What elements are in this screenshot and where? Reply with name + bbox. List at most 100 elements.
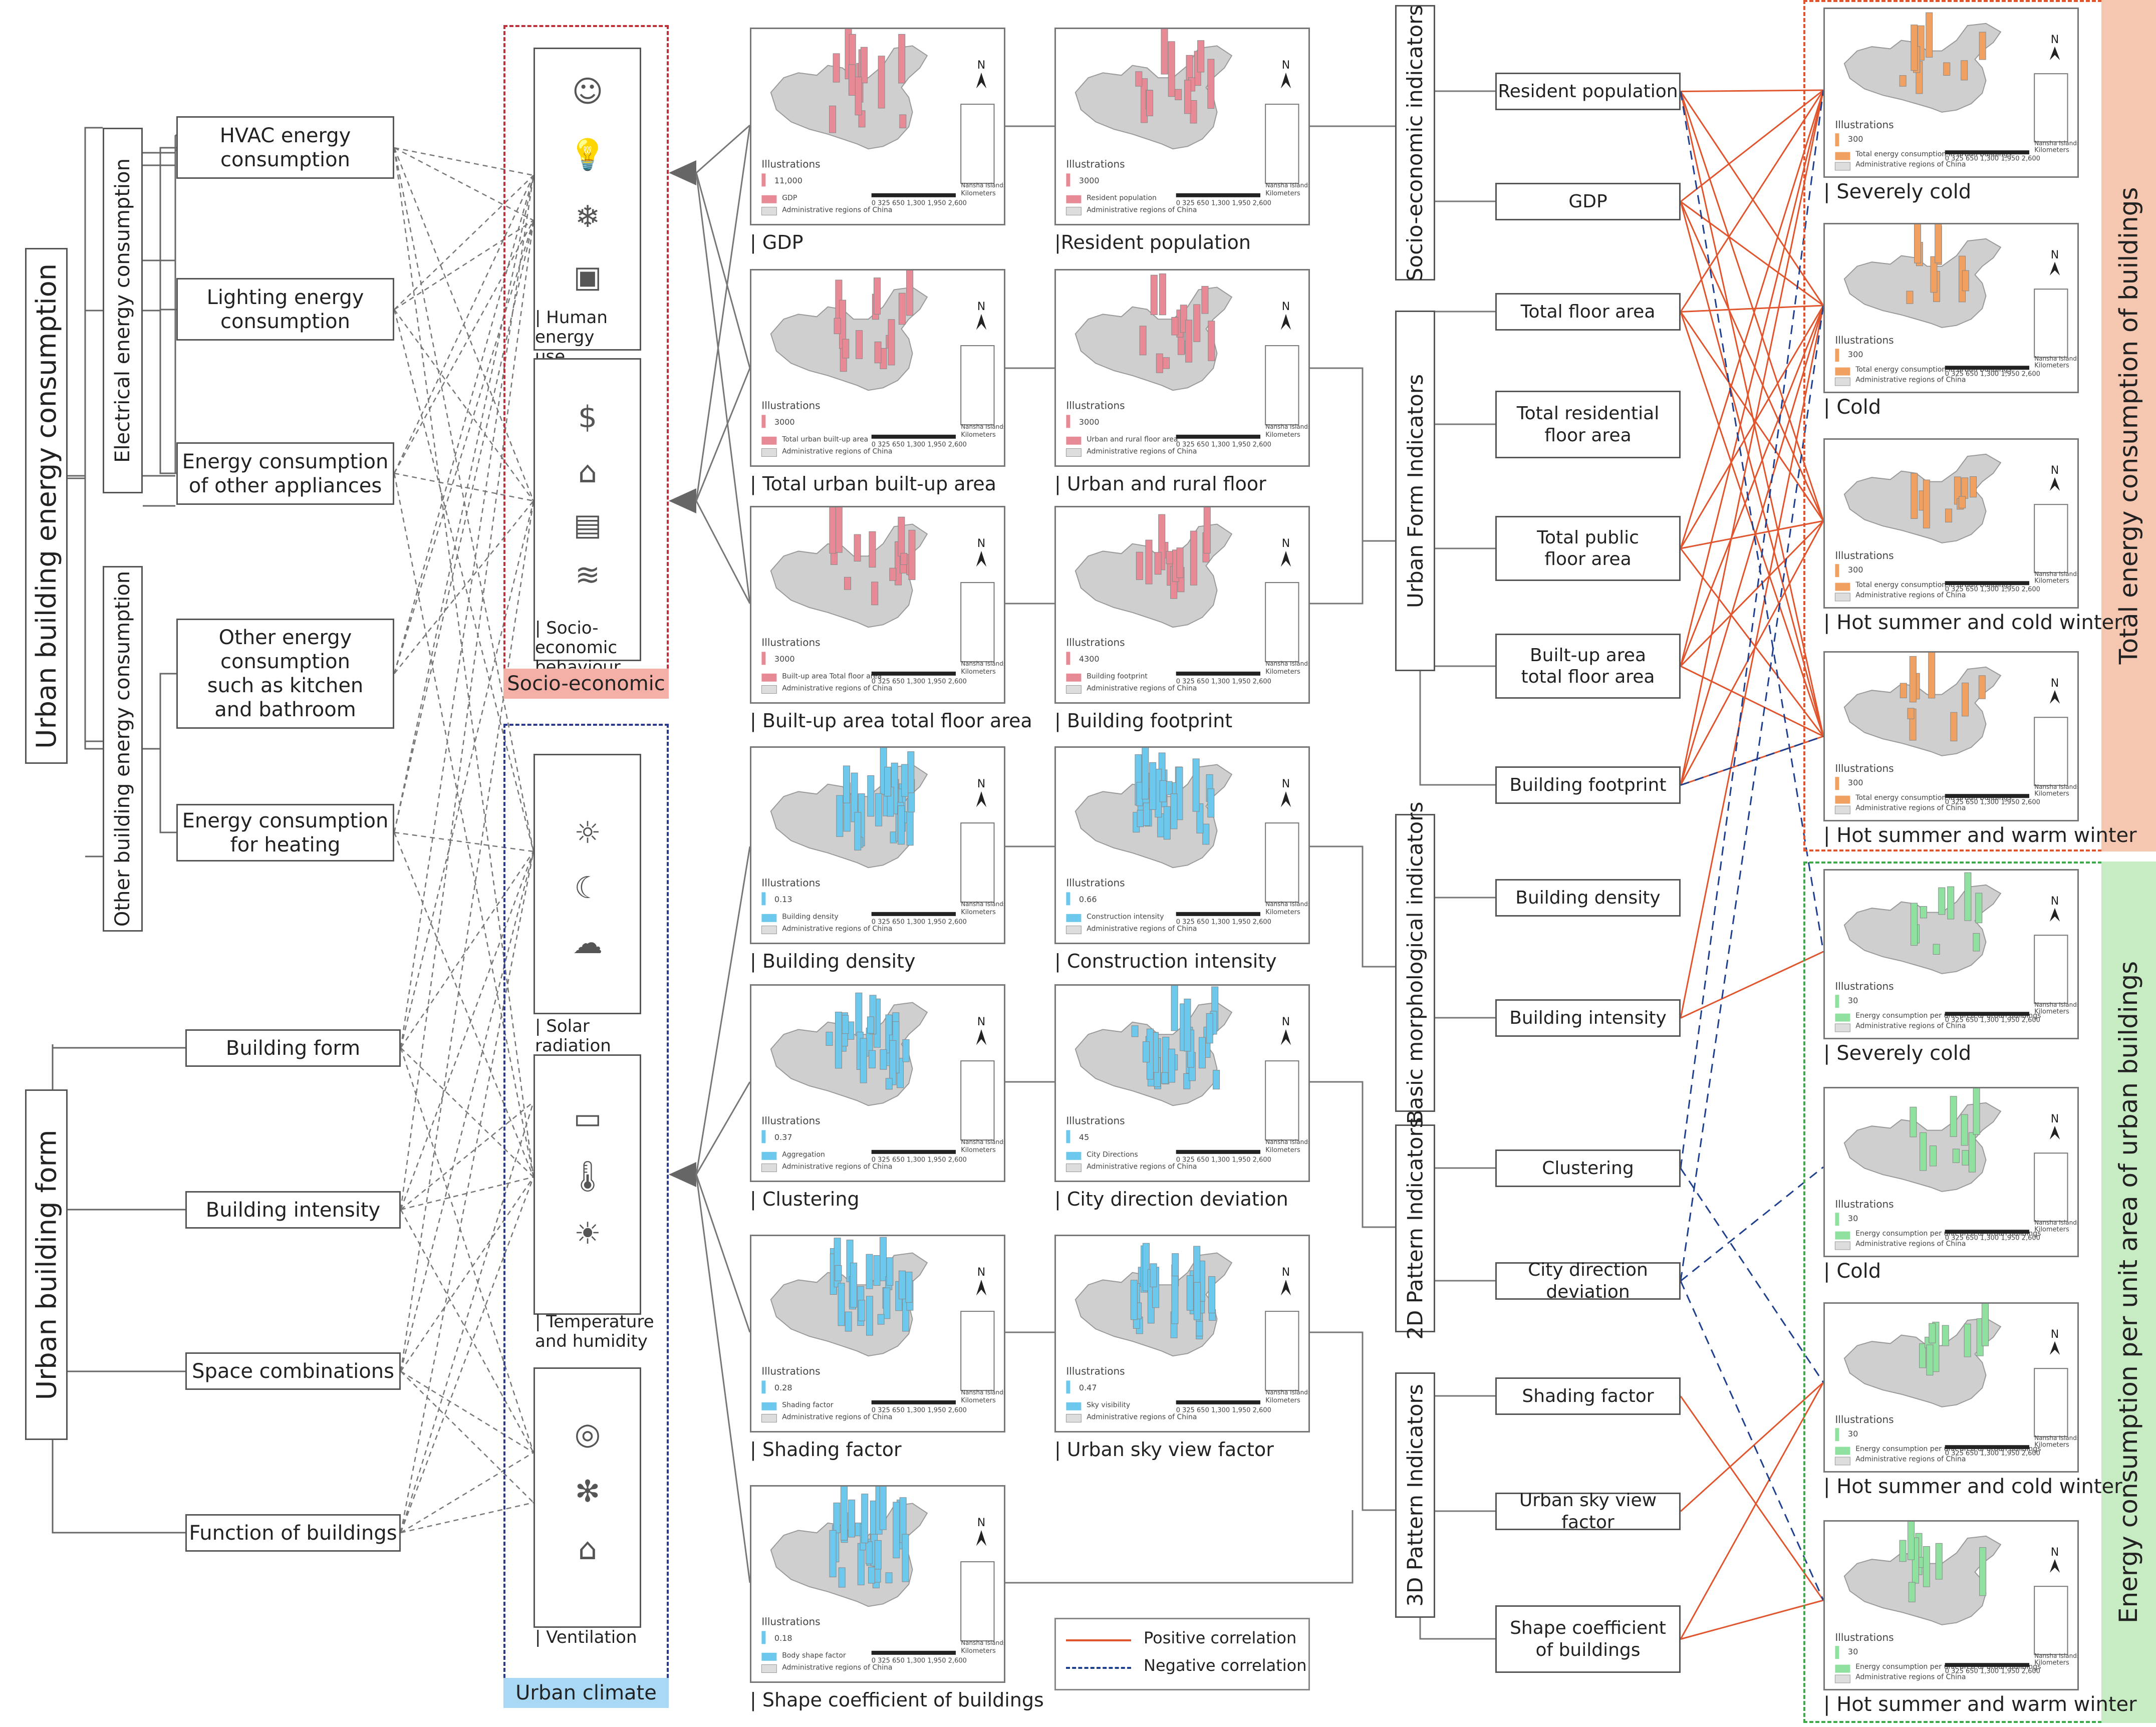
scale-bar — [871, 1149, 956, 1154]
north-arrow-icon — [1280, 1029, 1291, 1045]
center-map-caption: | Construction intensity — [1054, 950, 1277, 972]
map-bar — [845, 1311, 852, 1332]
km-label: Kilometers — [961, 668, 996, 676]
map-bar — [898, 293, 906, 325]
unit-caption: | Cold — [1823, 1260, 1881, 1283]
north-arrow-icon — [2049, 908, 2060, 922]
center-map-caption: | Total urban built-up area — [750, 473, 996, 495]
nansha-label: Nansha Islands — [2034, 570, 2079, 578]
map-bar — [1973, 933, 1980, 952]
illustrations-label: Illustrations — [1066, 637, 1125, 649]
scale-bar — [1945, 1012, 2029, 1016]
influence-line — [400, 500, 534, 1048]
map-bar — [1964, 872, 1972, 921]
map-bar — [1143, 802, 1150, 826]
illustrations-label: Illustrations — [761, 877, 820, 889]
legend-value: 0.66 — [1079, 895, 1097, 904]
indicator-label: Total public floor area — [1537, 527, 1639, 569]
positive-correlation-line — [1680, 665, 1824, 737]
map-to-panel — [695, 500, 751, 604]
legend-fill-swatch — [1835, 583, 1850, 591]
indicator-label: Building intensity — [1509, 1007, 1667, 1028]
km-label: Kilometers — [1265, 909, 1300, 916]
map-bar — [869, 531, 876, 568]
north-label: N — [977, 59, 985, 72]
positive-correlation-line — [1680, 548, 1824, 737]
electrical-label: Electrical energy consumption — [111, 158, 135, 463]
map-bar — [1196, 1321, 1203, 1337]
pattern3d-label: 3D Pattern Indicators — [1403, 1383, 1428, 1607]
map-bar — [1197, 40, 1205, 73]
pattern3d-box: 3D Pattern Indicators — [1395, 1372, 1435, 1618]
scale-label: 0 325 650 1,300 1,950 2,600 — [872, 200, 967, 207]
admin-label: Administrative regions of China — [1855, 804, 1966, 812]
map-bar — [885, 1078, 893, 1090]
map-bar — [1190, 530, 1197, 586]
map-bar — [1207, 59, 1215, 109]
unit-title: Energy consumption per unit area of urba… — [2114, 961, 2143, 1624]
nansha-label: Nansha Islands — [2034, 1219, 2079, 1226]
nansha-inset — [960, 1060, 995, 1141]
north-arrow-icon — [1280, 1279, 1291, 1296]
map-bar — [1176, 767, 1183, 820]
heat-icon: ☀ — [574, 1216, 601, 1251]
scale-label: 0 325 650 1,300 1,950 2,600 — [1176, 919, 1271, 926]
scale-label: 0 325 650 1,300 1,950 2,600 — [1945, 155, 2040, 163]
nansha-label: Nansha Islands — [2034, 355, 2079, 362]
indicator-label: GDP — [1568, 191, 1607, 212]
map-bar — [1149, 762, 1157, 810]
map-bar — [842, 1015, 849, 1034]
map-bar — [867, 775, 875, 817]
bracket — [159, 147, 176, 474]
map-bar — [1192, 758, 1200, 812]
admin-label: Administrative regions of China — [1855, 592, 1966, 600]
map-bar — [1899, 1540, 1907, 1562]
influence-line — [400, 1176, 534, 1211]
map-bar — [1165, 781, 1173, 795]
temperature-panel: ▭ 🌡 ☀ — [533, 1054, 641, 1315]
positive-correlation-line — [1680, 91, 1824, 521]
map-to-panel — [695, 1174, 751, 1583]
admin-label: Administrative regions of China — [782, 1663, 892, 1671]
nansha-inset — [960, 822, 995, 903]
influence-line — [400, 1047, 534, 1453]
north-label: N — [977, 1016, 985, 1028]
fan2-icon: ✻ — [575, 1474, 601, 1509]
map-bar — [1970, 476, 1977, 498]
map-bar — [843, 765, 851, 803]
legend-bar-swatch — [1835, 133, 1839, 147]
bracket — [52, 1047, 185, 1534]
scale-label: 0 325 650 1,300 1,950 2,600 — [1945, 1017, 2040, 1024]
nansha-inset — [1265, 822, 1299, 903]
legend-fill-swatch — [1835, 1231, 1850, 1240]
nansha-inset — [1265, 104, 1299, 184]
map-bar — [1142, 748, 1149, 799]
north-label: N — [977, 537, 985, 550]
scale-bar — [1176, 912, 1260, 916]
legend-fill-swatch — [761, 1152, 777, 1160]
map-bar — [1137, 809, 1144, 827]
map-bar — [1161, 29, 1168, 75]
positive-correlation-line — [1680, 90, 1824, 785]
map-bar — [1176, 547, 1184, 579]
bracket — [1310, 367, 1364, 605]
nansha-inset — [1265, 1311, 1299, 1391]
positive-correlation-line — [1680, 90, 1824, 549]
arrow-head-icon — [669, 1162, 696, 1187]
indicator-label: Built-up area total floor area — [1521, 645, 1655, 687]
map-bar — [835, 1265, 842, 1281]
map-bar — [1170, 793, 1178, 829]
legend-fill-swatch — [761, 673, 777, 682]
center-map-caption: | Shading factor — [750, 1438, 902, 1461]
arrow-head-icon — [669, 160, 696, 185]
map-bar — [888, 319, 895, 366]
influence-line — [400, 175, 534, 1048]
heating-label: Energy consumption for heating — [182, 809, 389, 856]
scale-bar — [871, 193, 956, 197]
map-bar — [829, 507, 837, 554]
